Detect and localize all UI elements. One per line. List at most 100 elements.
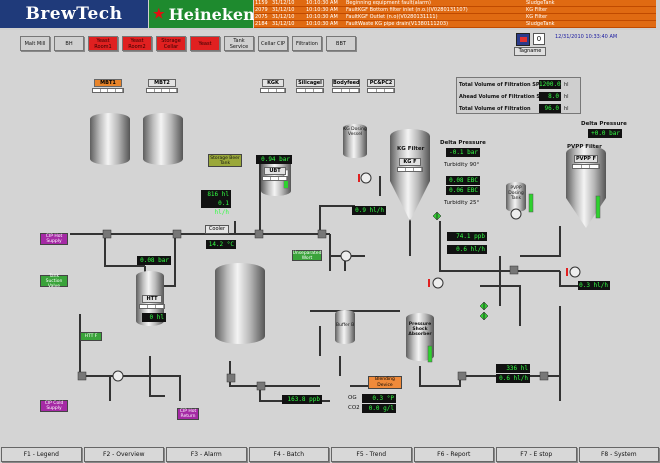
pvppf-indicators <box>572 164 600 169</box>
cip-cold-supply[interactable]: CIP Cold Supply <box>40 400 68 412</box>
blending-device[interactable]: Blending Device <box>368 376 402 389</box>
flow1-display: 816 hl <box>201 190 231 199</box>
nav-button[interactable]: Filtration <box>292 36 322 51</box>
tagname-button[interactable]: Tagname <box>514 47 546 56</box>
function-key-button[interactable]: F8 - System <box>578 447 659 462</box>
pvpp-out-display: 0.3 hl/h <box>578 281 610 290</box>
pvpp-dosing-label: PVPP Dosing Tank <box>508 186 524 201</box>
alarm-date: 31/12/10 <box>272 7 295 13</box>
alarm-time: 10:10:30 AM <box>306 14 338 20</box>
tag-pc[interactable]: PC&PC2 <box>367 79 395 87</box>
nav-button[interactable]: Storage Cellar <box>156 36 186 51</box>
totals-value: 1200.0 <box>539 80 561 89</box>
nav-button[interactable]: BBT <box>326 36 356 51</box>
cooler-label[interactable]: Cooler <box>205 225 229 234</box>
nav-button[interactable]: Yeast <box>190 36 220 51</box>
zero-counter[interactable]: 0 <box>533 33 545 45</box>
vessels <box>90 113 606 361</box>
nav-button-label: Cellar CIP <box>260 40 286 47</box>
buffer-label: Buffer B <box>336 323 355 328</box>
alarm-date: 31/12/10 <box>272 21 295 27</box>
heineken-logo: ★Heineken <box>149 0 255 28</box>
nav-button-label: Yeast Room1 <box>94 37 112 50</box>
alarm-area: KG Filter <box>526 7 548 13</box>
htt-f-tag[interactable]: HTT F <box>80 332 102 341</box>
pvpp-filter-label: PVPP Filter <box>567 144 602 150</box>
pc-indicators <box>367 88 395 93</box>
function-key-button[interactable]: F4 - Batch <box>248 447 329 462</box>
htt-level-display: 0 hl <box>142 313 166 322</box>
pvpp-level-bar <box>528 193 534 213</box>
shock-level-bar <box>427 345 433 363</box>
totals-label: Total Volume of Filtration SP <box>459 81 540 88</box>
cip-hot-supply[interactable]: CIP Hot Supply <box>40 233 68 245</box>
delta-pressure-pvpp-label: Delta Pressure <box>581 121 627 127</box>
date-time: 12/31/2010 10:33:40 AM <box>555 34 618 40</box>
alarm-text: FaultKGF Bottom filter inlet (n.o.)(V028… <box>346 7 468 13</box>
alarm-area: KG Filter <box>526 14 548 20</box>
kg-filter-label: KG Filter <box>397 146 425 152</box>
alarm-date: 31/12/10 <box>272 0 295 6</box>
tag-mbt1[interactable]: MBT1 <box>94 79 122 87</box>
function-key-button[interactable]: F3 - Alarm <box>166 447 247 462</box>
tag-kgk[interactable]: KGK <box>262 79 284 87</box>
alarm-area: SludgeTank <box>526 21 555 27</box>
nav-button[interactable]: Tank Service <box>224 36 254 51</box>
totals-value: 8.0 <box>539 92 561 101</box>
totals-label: Ahead Volume of Filtration SP <box>459 93 544 100</box>
storage-tank-label[interactable]: Storage Beer Tank <box>208 154 242 167</box>
cip-hot-return[interactable]: CIP Hot Return <box>177 408 199 420</box>
tank-suction-valve[interactable]: Tank Suction Valve <box>40 274 68 289</box>
mbt1-indicators <box>92 88 124 93</box>
alarm-area: SludgeTank <box>526 0 555 6</box>
og-display: 0.3 °P <box>362 394 396 403</box>
nav-button[interactable]: Yeast Room1 <box>88 36 118 51</box>
red-valves[interactable] <box>358 174 568 287</box>
og-label: OG <box>348 395 357 401</box>
tag-bodyfeed[interactable]: Bodyfeed <box>332 79 360 87</box>
nav-button-label: BBT <box>336 40 346 47</box>
delta-pressure-kg-label: Delta Pressure <box>440 140 486 146</box>
star-icon: ★ <box>153 6 165 22</box>
tag-htt[interactable]: HTT <box>142 295 162 303</box>
nav-button[interactable]: Yeast Room2 <box>122 36 152 51</box>
nav-button[interactable]: Cellar CIP <box>258 36 288 51</box>
turbidity25-label: Turbidity 25° <box>444 200 480 206</box>
nav-button-label: Yeast Room2 <box>128 37 146 50</box>
function-key-button[interactable]: F6 - Report <box>413 447 494 462</box>
function-key-button[interactable]: F1 - Legend <box>1 447 82 462</box>
area-nav: Malt Mill BH Yeast Room1 Yeast Room2 Storage… <box>20 36 356 54</box>
tag-pvppf[interactable]: PVPP F <box>574 155 598 163</box>
cooler-temp-display: 14.2 °C <box>206 240 236 249</box>
function-key-button[interactable]: F5 - Trend <box>331 447 412 462</box>
function-key-button[interactable]: F2 - Overview <box>83 447 164 462</box>
tag-silicagel[interactable]: Silicagel <box>296 79 324 87</box>
tag-kgf[interactable]: KG F <box>399 158 421 166</box>
blend-flow-display: 0.6 hl/h <box>496 374 530 383</box>
bodyfeed-indicators <box>332 88 360 93</box>
kg-flow-display: 0.9 hl/h <box>352 206 386 215</box>
function-key-button[interactable]: F7 - E stop <box>496 447 577 462</box>
nav-button[interactable]: Malt Mill <box>20 36 50 51</box>
unseparated-wort-label[interactable]: Unseparated Wort <box>292 250 322 261</box>
valves[interactable] <box>432 211 489 321</box>
printer-icon[interactable] <box>516 33 530 46</box>
mbt2-indicators <box>146 88 178 93</box>
nav-button-label: Yeast <box>198 40 212 47</box>
nav-button[interactable]: BH <box>54 36 84 51</box>
alarm-text: Beginning equipment fault(alarm) <box>346 0 431 6</box>
tag-mbt2[interactable]: MBT2 <box>148 79 176 87</box>
pumps[interactable] <box>112 172 581 382</box>
tag-ubt[interactable]: UBT <box>264 167 286 175</box>
turbidity90-display: 0.08 EBC <box>446 176 480 185</box>
kg-dosing-label: KG Dosing Vessel <box>343 127 367 137</box>
